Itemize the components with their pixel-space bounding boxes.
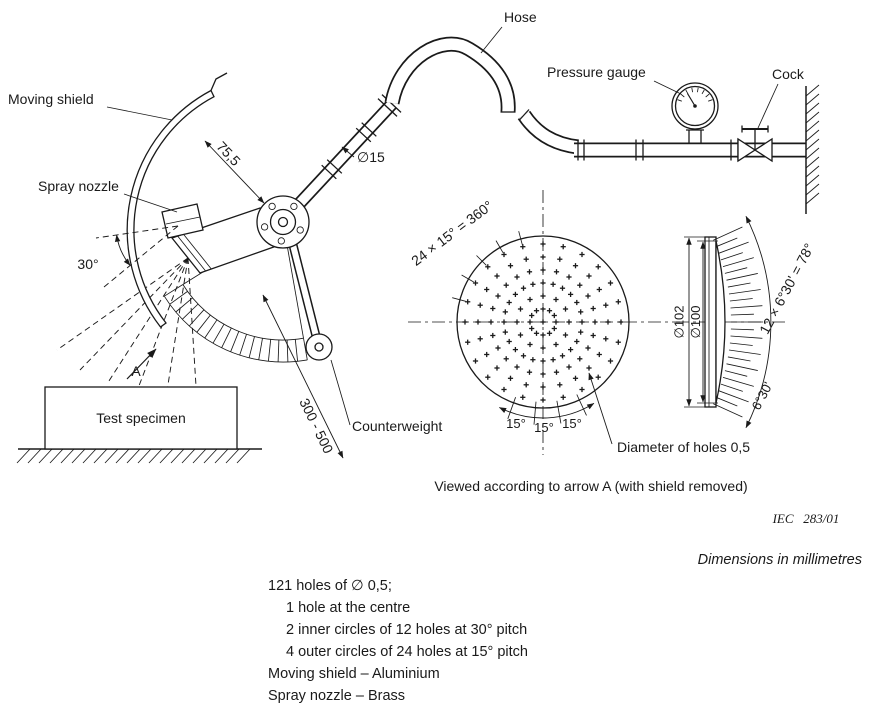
disc-plate bbox=[704, 236, 717, 408]
shield-body bbox=[126, 89, 215, 328]
gauge-needle bbox=[686, 93, 696, 107]
pipe-couplings bbox=[321, 94, 402, 180]
moving-shield-leader bbox=[106, 106, 173, 121]
nozzle-pivot bbox=[256, 195, 310, 249]
side-view: ∅102 ∅100 12 × 6°30' = 78° 6°30' bbox=[672, 215, 817, 429]
test-specimen: Test specimen bbox=[44, 386, 238, 450]
dim-arm-length: 75,5 bbox=[213, 138, 244, 169]
wall bbox=[805, 84, 820, 214]
note-line: Moving shield – Aluminium bbox=[268, 666, 440, 682]
arm-length-dim: 75,5 bbox=[204, 138, 265, 204]
pipe-dia-callout: ∅15 bbox=[341, 146, 385, 165]
disc-dome bbox=[715, 240, 726, 404]
figure-caption: Viewed according to arrow A (with shield… bbox=[434, 478, 747, 494]
dim-pitch-15-2: 15° bbox=[534, 420, 554, 435]
spray-nozzle-label: Spray nozzle bbox=[38, 178, 119, 194]
pitch-arc bbox=[745, 215, 772, 429]
counterweight-disc bbox=[305, 333, 333, 361]
pressure-gauge-label: Pressure gauge bbox=[547, 64, 646, 80]
wall-hatch bbox=[805, 84, 820, 205]
shield-angle-indicator: 30° bbox=[77, 225, 179, 288]
valve-body-left bbox=[737, 137, 757, 163]
hose-leader bbox=[480, 26, 503, 54]
view-arrow-line bbox=[126, 348, 157, 380]
hose-label: Hose bbox=[504, 9, 537, 25]
distance-dim: 300 - 500 bbox=[262, 294, 344, 459]
holes-dia-callout: Diameter of holes 0,5 bbox=[588, 372, 750, 455]
holes-diameter-label: Diameter of holes 0,5 bbox=[617, 439, 750, 455]
spray-fan bbox=[56, 257, 197, 392]
angle-arc bbox=[114, 234, 131, 266]
dim-shield-angle: 30° bbox=[77, 256, 98, 272]
dia-dims: ∅102 ∅100 bbox=[672, 236, 718, 408]
counterweight-label: Counterweight bbox=[352, 418, 442, 434]
pressure-gauge-leader bbox=[653, 80, 682, 95]
nozzle-pipe bbox=[281, 94, 402, 223]
moving-shield-label: Moving shield bbox=[8, 91, 94, 107]
dim-pipe-diameter: ∅15 bbox=[357, 149, 385, 165]
sector-inner-arc bbox=[182, 284, 304, 341]
dim-side-pitch: 6°30' bbox=[749, 379, 776, 412]
figure-reference: IEC 283/01 bbox=[772, 511, 840, 526]
spray-holes bbox=[462, 241, 624, 403]
cock-valve: Cock bbox=[737, 66, 805, 163]
outer-pitch-ticks bbox=[452, 231, 523, 302]
dim-side-pitch-total: 12 × 6°30' = 78° bbox=[756, 241, 817, 337]
dim-pitch-15-1: 15° bbox=[506, 416, 526, 431]
dim-disc-outer: ∅102 bbox=[672, 305, 687, 338]
hose-end-cap-2 bbox=[518, 109, 530, 121]
note-line: 121 holes of ∅ 0,5; bbox=[268, 578, 392, 594]
note-line: Spray nozzle – Brass bbox=[268, 688, 405, 704]
spray-nozzle-assembly: Spray nozzle bbox=[38, 178, 310, 274]
dimensions-note: Dimensions in millimetres bbox=[698, 552, 862, 568]
gauge-ticks bbox=[677, 87, 713, 102]
sector-outer-arc bbox=[163, 295, 308, 363]
counterweight-leader bbox=[330, 359, 351, 426]
dim-outer-pitch-total: 24 × 15° = 360° bbox=[408, 197, 496, 269]
dim-pitch-15-3: 15° bbox=[562, 416, 582, 431]
ground bbox=[16, 448, 262, 464]
test-specimen-box bbox=[44, 386, 238, 450]
ground-hatch bbox=[16, 448, 251, 464]
shield-hook bbox=[210, 72, 228, 91]
test-specimen-label: Test specimen bbox=[96, 410, 185, 426]
pressure-gauge: Pressure gauge bbox=[547, 64, 719, 143]
note-line: 2 inner circles of 12 holes at 30° pitch bbox=[286, 622, 527, 638]
dim-disc-face: ∅100 bbox=[688, 305, 703, 338]
cock-leader bbox=[757, 83, 779, 129]
spray-nozzle-leader bbox=[123, 193, 178, 213]
valve-body-right bbox=[753, 137, 773, 163]
figure-notes: 121 holes of ∅ 0,5; 1 hole at the centre… bbox=[268, 578, 528, 704]
bottom-pitch-lines bbox=[498, 394, 595, 425]
view-arrow-label: A bbox=[131, 363, 141, 379]
moving-shield: Moving shield bbox=[8, 72, 228, 328]
view-arrow: A bbox=[126, 348, 157, 380]
note-line: 1 hole at the centre bbox=[286, 600, 410, 616]
hose: Hose bbox=[384, 9, 580, 155]
cock-label: Cock bbox=[772, 66, 805, 82]
note-line: 4 outer circles of 24 holes at 15° pitch bbox=[286, 644, 528, 660]
